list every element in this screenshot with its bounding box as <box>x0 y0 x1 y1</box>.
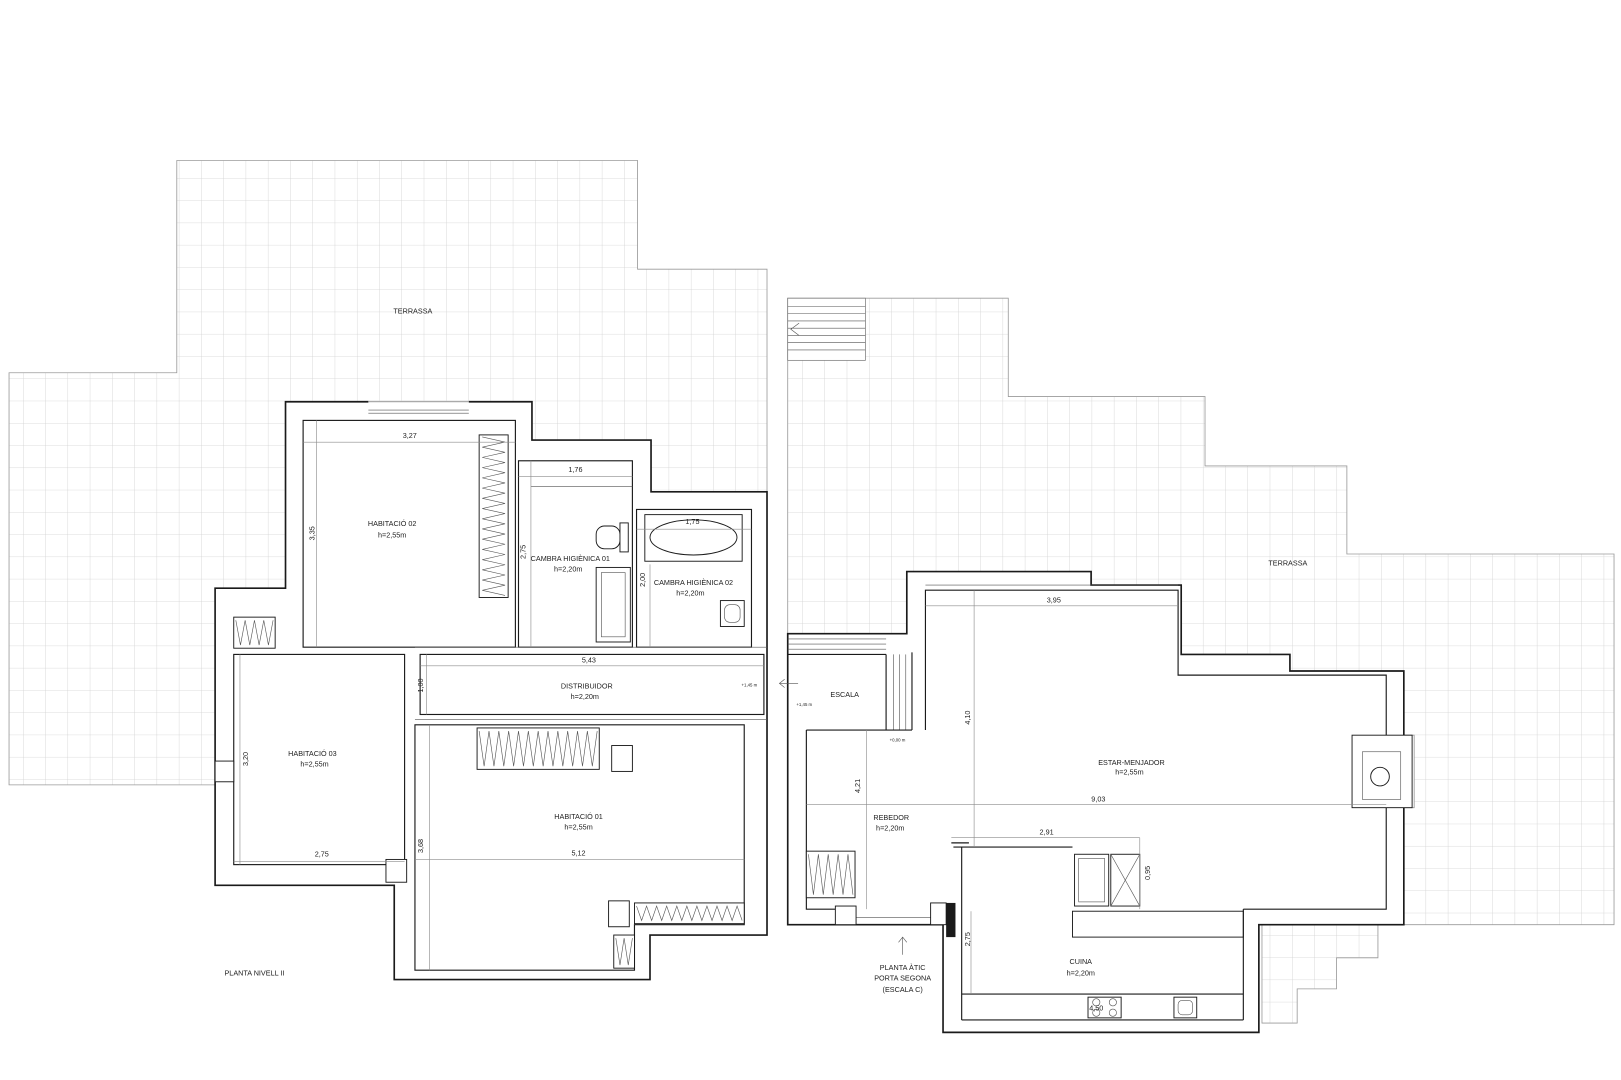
cuina-height: h=2,20m <box>1067 968 1095 977</box>
habitacio-03-width-dim: 2,75 <box>315 849 329 858</box>
habitacio-02-depth-dim: 3,35 <box>308 526 317 540</box>
wardrobe-hanger-symbol <box>615 938 633 966</box>
kitchen-fridge <box>1074 853 1110 907</box>
right-terrace-label: TERRASSA <box>1268 558 1307 567</box>
plan-level-label: PLANTA NIVELL II <box>224 968 284 977</box>
cuina-side-dim: 2,75 <box>963 932 972 946</box>
habitacio-01-wardrobe-top <box>476 727 600 770</box>
wardrobe-hanger-symbol <box>636 905 743 922</box>
rebedor-name: REBEDOR <box>873 813 909 822</box>
left-building-outline <box>214 400 768 981</box>
habitacio-02-window <box>368 400 469 422</box>
entrance-door-frame <box>946 902 956 938</box>
left-unit: TERRASSA HABITACIÓ 02 h=2,55m 3,27 3,35 … <box>8 160 768 981</box>
wardrobe-hanger-symbol <box>482 436 506 596</box>
fireplace <box>1351 734 1413 809</box>
cambra-01-depth-dim: 2,75 <box>519 545 528 559</box>
cuina-depth-dim: 0,95 <box>1143 866 1152 880</box>
habitacio-03-room <box>233 653 406 866</box>
rebedor-height: h=2,20m <box>876 823 904 832</box>
habitacio-02-width-dim: 3,27 <box>403 431 417 440</box>
pillar <box>214 760 235 783</box>
distribuidor-width-dim: 5,43 <box>582 656 596 665</box>
estar-menjador-width-dim: 3,95 <box>1047 596 1061 605</box>
estar-menjador-inner-wall <box>924 589 1387 910</box>
wardrobe-hanger-symbol <box>235 620 274 646</box>
habitacio-02-room <box>302 419 516 648</box>
terrace-stair <box>787 297 866 361</box>
entrance-arrow <box>898 936 908 955</box>
distribuidor-depth-dim: 1,00 <box>416 678 425 692</box>
kitchen-tall-unit <box>1110 853 1141 907</box>
cambra-02-toilet <box>719 600 745 627</box>
pillar <box>608 900 630 928</box>
cambra-01-name: CAMBRA HIGIÈNICA 01 <box>531 554 610 563</box>
estar-menjador-height: h=2,55m <box>1115 768 1143 777</box>
habitacio-02-name: HABITACIÓ 02 <box>368 519 417 528</box>
habitacio-03-depth-dim: 3,20 <box>241 752 250 766</box>
cambra-01-width-dim: 1,76 <box>568 465 582 474</box>
habitacio-01-width-dim: 5,12 <box>572 848 586 857</box>
distribuidor-name: DISTRIBUIDOR <box>561 682 613 691</box>
entrance-label-line-2: PORTA SEGONA <box>874 974 931 983</box>
overall-width-dim: 9,03 <box>1091 794 1105 803</box>
kitchen-sink <box>1173 996 1198 1019</box>
wardrobe-hanger-symbol <box>478 731 598 767</box>
entrance-label-line-1: PLANTA ÀTIC <box>880 963 926 972</box>
cuina-width-dim: 2,91 <box>1040 828 1054 837</box>
stair-direction-arrow <box>790 322 800 336</box>
stair-entry-arrowhead <box>778 679 785 688</box>
cambra-01-height: h=2,20m <box>554 565 582 574</box>
rebedor-depth-dim: 4,21 <box>853 779 862 793</box>
distribuidor-level-mark: +1,45 m <box>742 683 758 688</box>
habitacio-01-wardrobe-small <box>613 934 635 969</box>
habitacio-02-height: h=2,55m <box>378 530 406 539</box>
habitacio-01-height: h=2,55m <box>564 822 592 831</box>
kitchen-hob <box>1087 996 1122 1019</box>
left-terrace-label: TERRASSA <box>393 307 432 316</box>
estar-menjador-depth-dim: 4,10 <box>963 711 972 725</box>
kitchen-island <box>1072 910 1244 938</box>
habitacio-01-wardrobe-bottom <box>634 902 745 925</box>
habitacio-01-room <box>414 724 745 971</box>
escala-name: ESCALA <box>830 690 859 699</box>
pillar <box>385 858 408 883</box>
cuina-name: CUINA <box>1070 957 1093 966</box>
right-terrace-lower <box>1261 924 1379 1024</box>
cuina-length-dim: 4,50 <box>1089 1004 1103 1013</box>
right-unit: TERRASSA ESCALA +1,45 m +0,00 m ESTAR-ME… <box>778 297 1615 1034</box>
habitacio-02-wardrobe <box>478 434 509 598</box>
distribuidor-room <box>419 653 765 716</box>
entrance-label-line-3: (ESCALA C) <box>883 985 923 994</box>
cambra-01-shower <box>595 566 631 643</box>
escala-lower-level-mark: +0,00 m <box>890 737 906 742</box>
estar-menjador-name: ESTAR-MENJADOR <box>1098 758 1165 767</box>
cambra-02-bathtub <box>644 514 743 562</box>
cambra-02-depth-dim: 2,00 <box>638 573 647 587</box>
escala-level-mark: +1,45 m <box>796 702 812 707</box>
habitacio-01-depth-dim: 3,68 <box>416 839 425 853</box>
cambra-01-toilet <box>595 522 629 553</box>
cambra-02-name: CAMBRA HIGIÈNICA 02 <box>654 578 733 587</box>
distribuidor-height: h=2,20m <box>571 692 599 701</box>
habitacio-01-name: HABITACIÓ 01 <box>554 812 603 821</box>
pillar <box>611 745 633 772</box>
rebedor-wardrobe <box>805 850 856 899</box>
kitchen-fridge-inner <box>1078 858 1105 903</box>
pillar <box>930 902 947 926</box>
interior-stair <box>778 638 913 731</box>
habitacio-03-height: h=2,55m <box>300 759 328 768</box>
wardrobe-hanger-symbol <box>808 854 854 895</box>
wardrobe-outline <box>476 727 600 770</box>
habitacio-03-wardrobe <box>233 616 276 649</box>
pillar <box>834 905 857 926</box>
cambra-02-width-dim: 1,75 <box>685 517 699 526</box>
habitacio-03-name: HABITACIÓ 03 <box>288 749 337 758</box>
cambra-02-height: h=2,20m <box>676 588 704 597</box>
